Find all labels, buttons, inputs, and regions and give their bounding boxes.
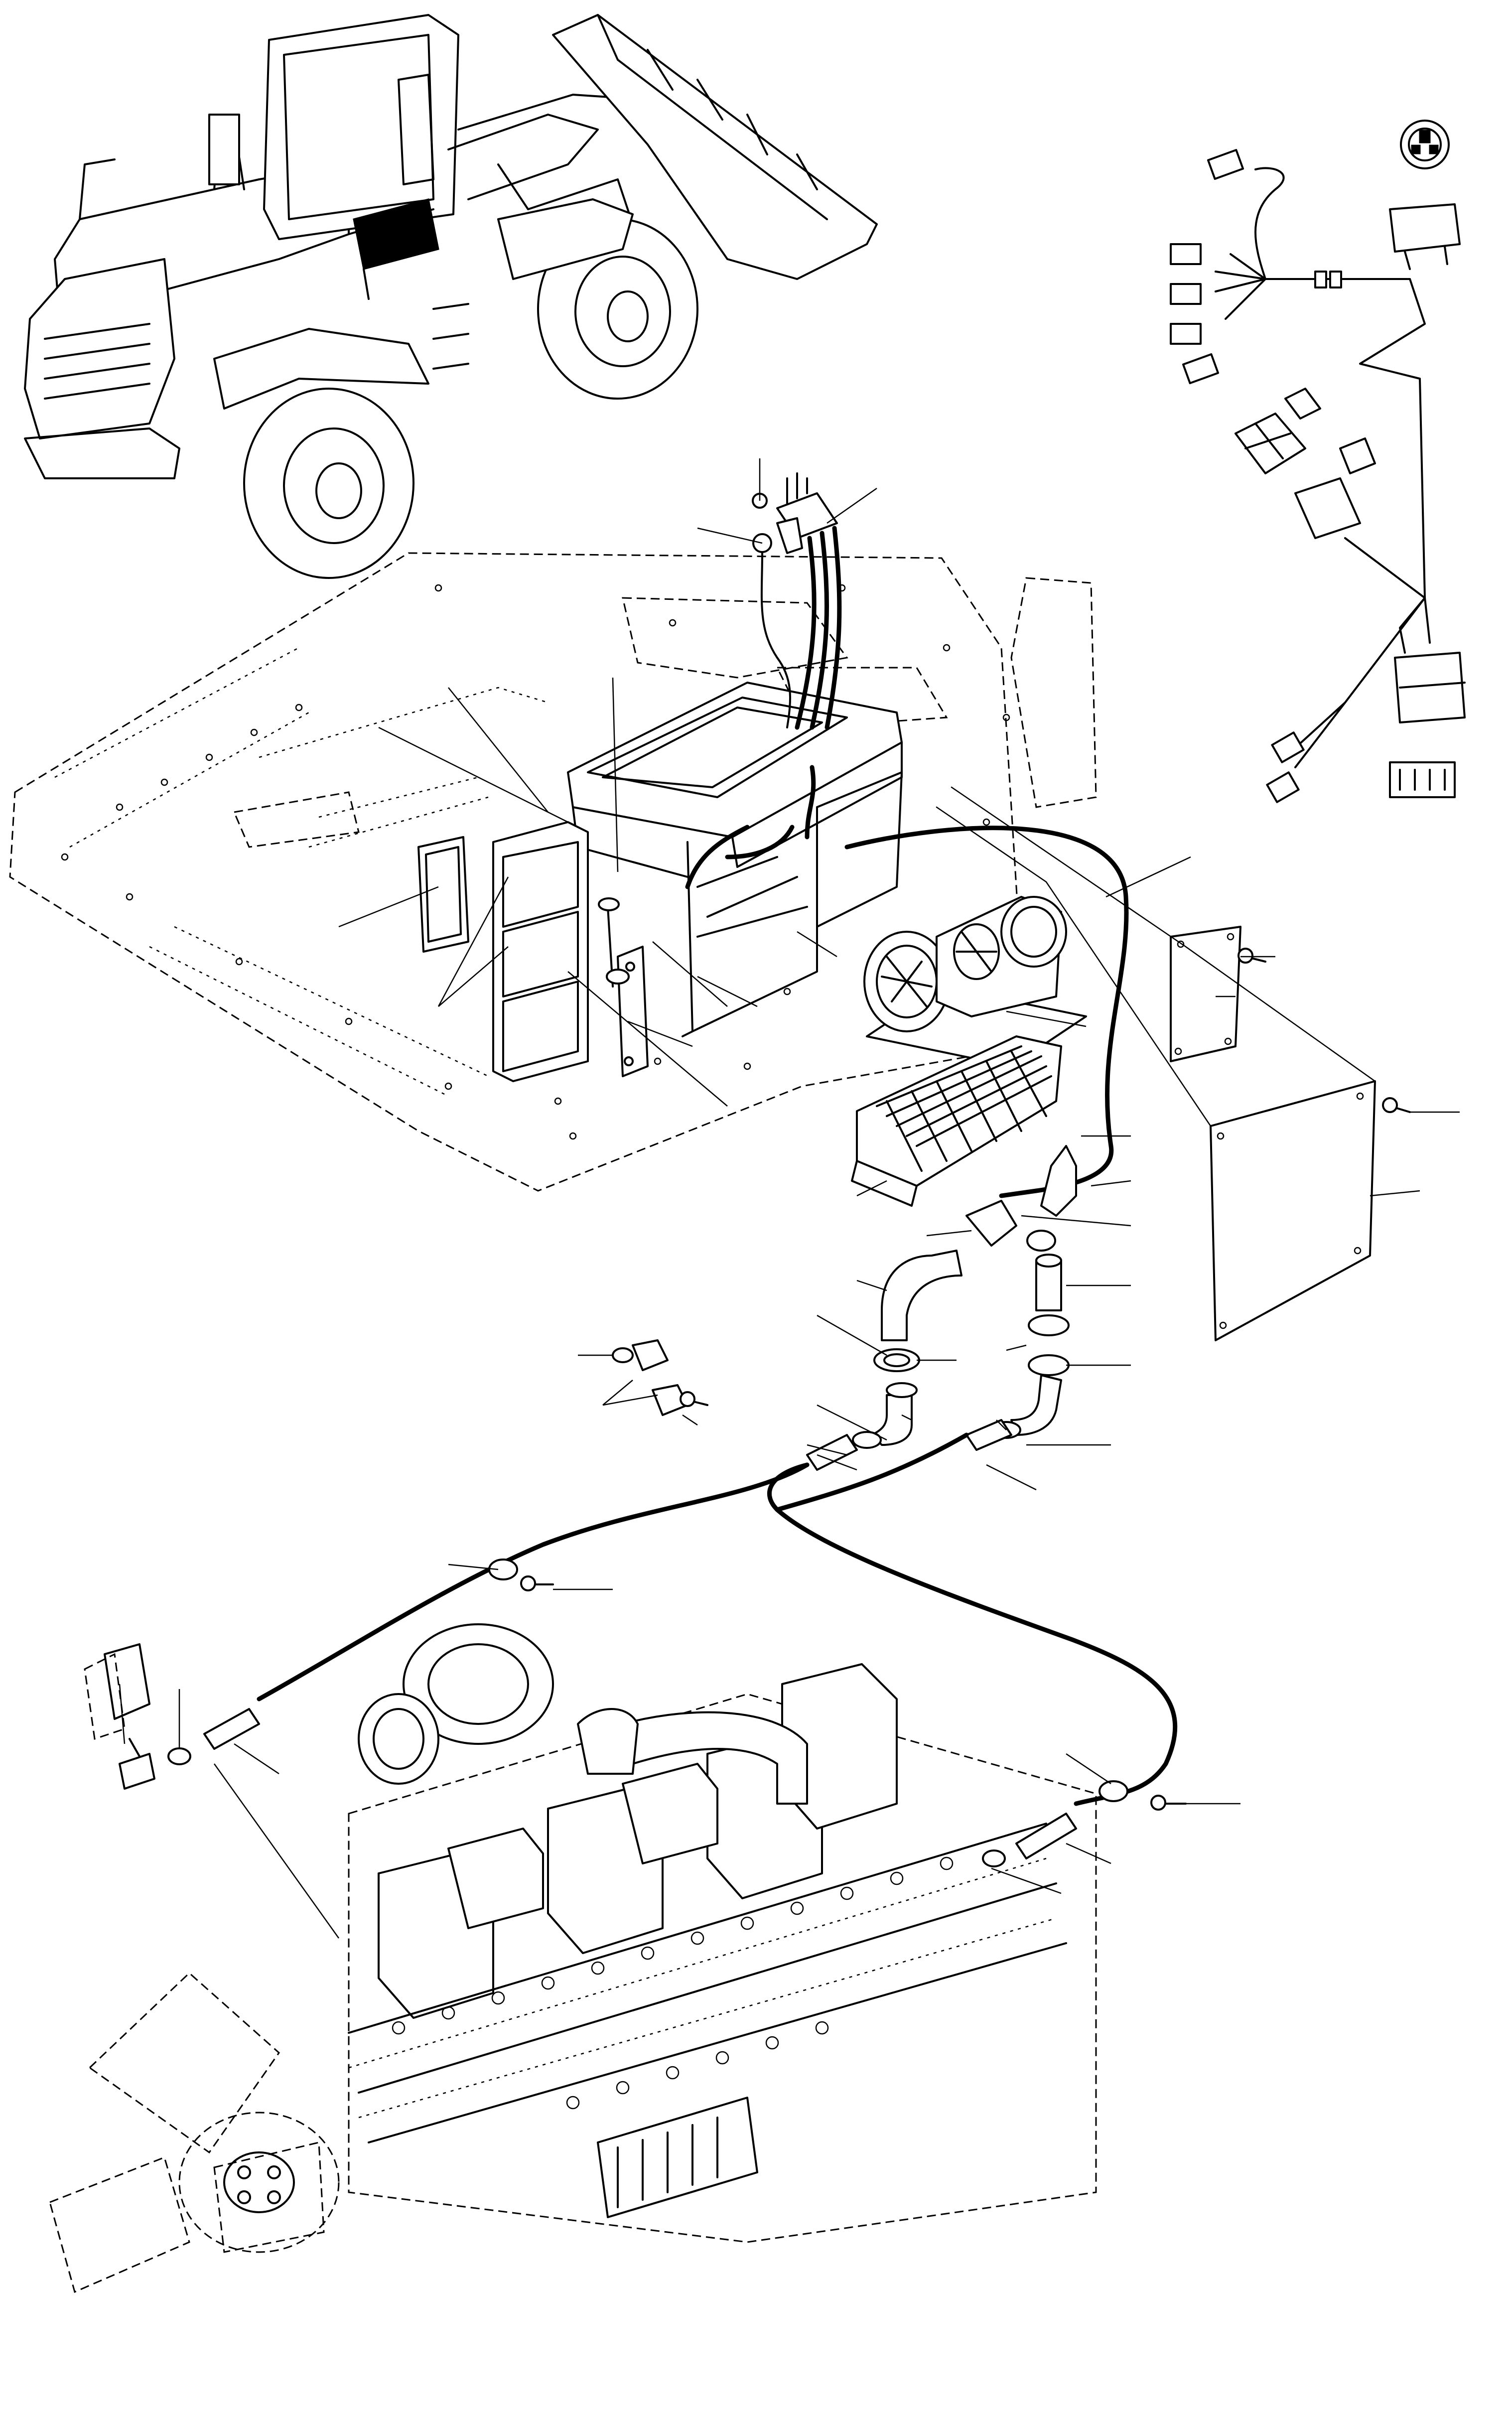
wheel-loader-illustration — [24, 14, 878, 579]
switch-icon — [1389, 203, 1461, 253]
heater-core — [851, 1035, 1062, 1207]
control-valve-assembly — [685, 472, 842, 889]
cover-plates — [936, 786, 1411, 1341]
heater-location-marker — [353, 198, 439, 270]
coolant-hoses — [806, 826, 1129, 1471]
engine-bolts — [392, 1856, 954, 2110]
cab-floor-plate — [9, 552, 1097, 1192]
control-knob-icon — [1400, 120, 1450, 169]
heater-housing — [417, 682, 903, 1082]
engine-illustration — [49, 1623, 1097, 2293]
wiring-harness-illustration — [1170, 120, 1466, 803]
heater-hose-run — [167, 1339, 1187, 1867]
blower-motor — [863, 896, 1087, 1067]
callout-leaders — [119, 458, 1460, 1939]
